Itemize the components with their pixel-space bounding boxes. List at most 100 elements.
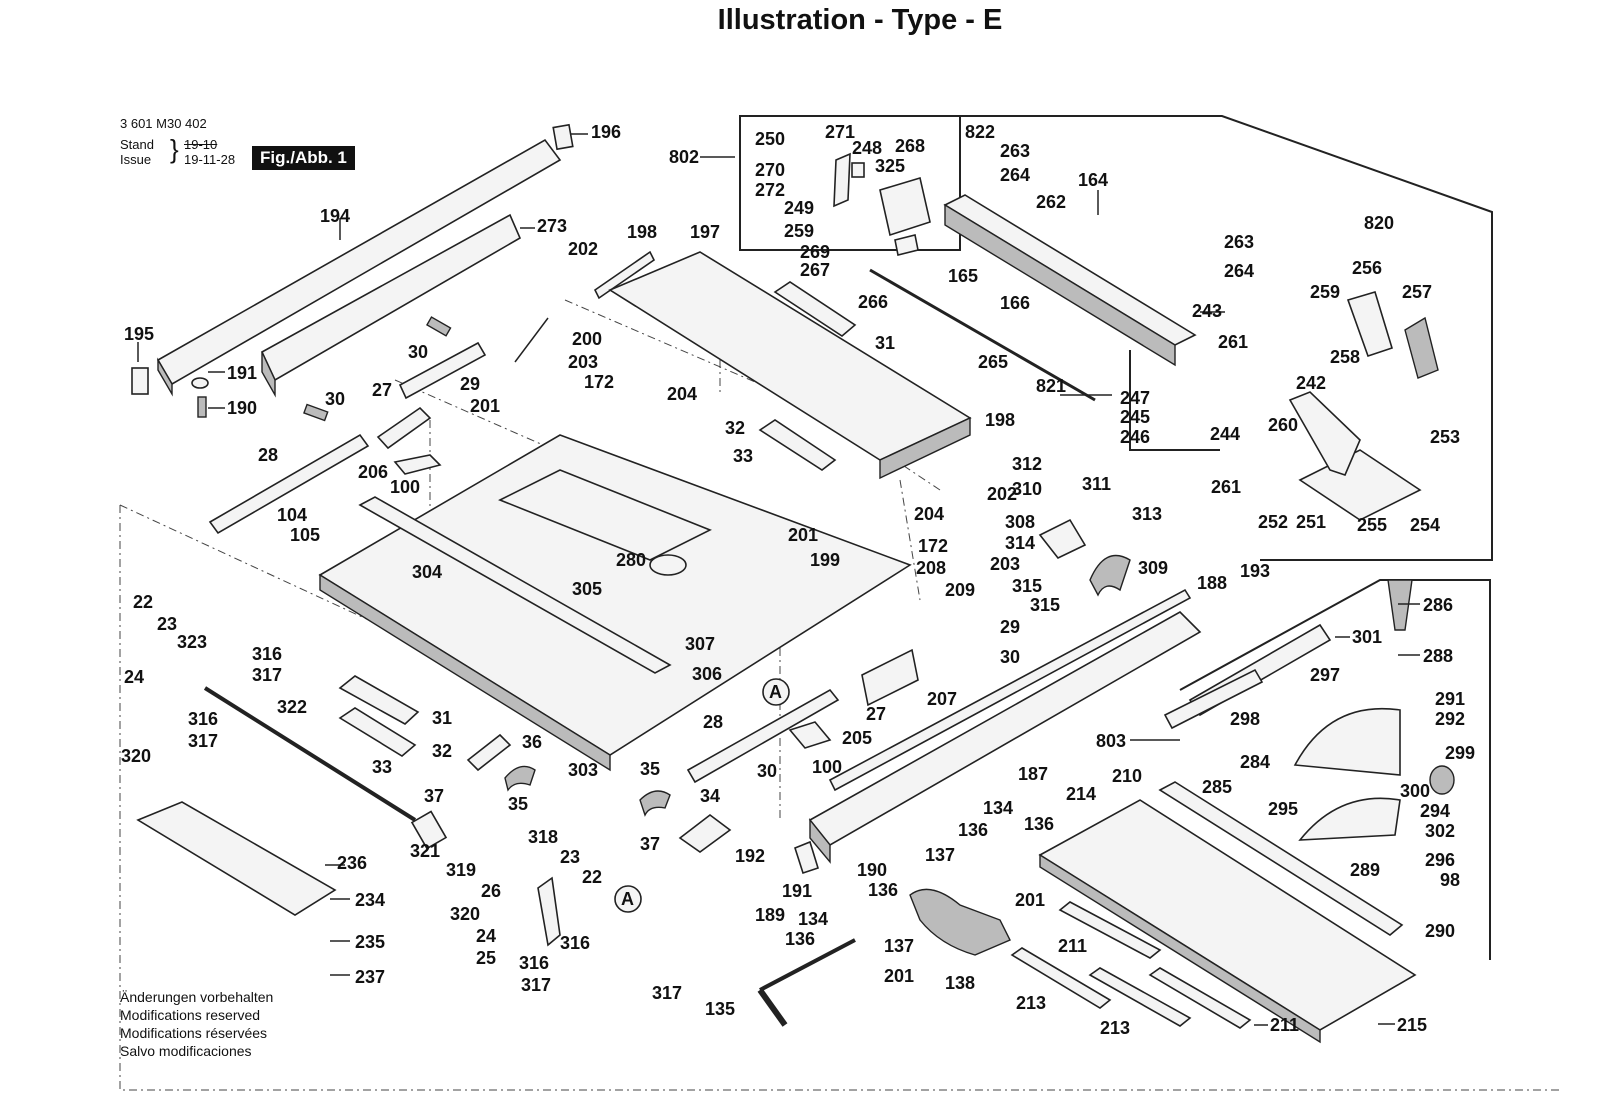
callout-136a: 136 <box>958 820 988 840</box>
insert-31a <box>773 281 857 337</box>
rail-285 <box>1158 781 1404 936</box>
callout-301: 301 <box>1352 627 1382 647</box>
callout-316c: 316 <box>560 933 590 953</box>
callout-256: 256 <box>1352 258 1382 278</box>
disc-280 <box>649 554 687 576</box>
ref-circle-a2 <box>614 885 642 913</box>
callout-317d: 317 <box>652 983 682 1003</box>
callout-243: 243 <box>1192 301 1222 321</box>
callout-23b: 23 <box>560 847 580 867</box>
group-822-frame <box>740 115 1493 561</box>
part-36 <box>466 733 512 772</box>
callout-37a: 37 <box>424 786 444 806</box>
plate-198a <box>593 250 656 300</box>
callout-211b: 211 <box>1270 1015 1299 1035</box>
parts <box>131 123 1455 1044</box>
callout-264b: 264 <box>1224 261 1254 281</box>
callout-315b: 315 <box>1030 595 1060 615</box>
rod-200 <box>514 317 549 363</box>
group-820-frame <box>1129 350 1220 451</box>
plate-192 <box>794 840 819 875</box>
page-title: Illustration - Type - E <box>717 4 1003 36</box>
callout-32b: 32 <box>432 741 452 761</box>
callout-288: 288 <box>1423 646 1453 666</box>
part-195 <box>131 367 149 395</box>
callout-313: 313 <box>1132 504 1162 524</box>
callout-100b: 100 <box>812 757 842 777</box>
callout-316a: 316 <box>252 644 282 664</box>
callout-314: 314 <box>1005 533 1035 553</box>
guard-256 <box>1346 291 1393 358</box>
callout-802: 802 <box>669 147 699 167</box>
callout-286: 286 <box>1423 595 1453 615</box>
callout-137b: 137 <box>884 936 914 956</box>
callout-201b: 201 <box>788 525 818 545</box>
group-803-frame <box>1179 579 1491 960</box>
callout-317c: 317 <box>521 975 551 995</box>
callout-172b: 172 <box>918 536 948 556</box>
callout-307: 307 <box>685 634 715 654</box>
bracket-27 <box>376 406 432 450</box>
callout-135: 135 <box>705 999 735 1019</box>
guide-32a <box>758 419 837 471</box>
callout-317a: 317 <box>252 665 282 685</box>
issue-label: Issue <box>120 152 152 167</box>
part-271 <box>833 152 851 208</box>
callout-309: 309 <box>1138 558 1168 578</box>
callout-35a: 35 <box>508 794 528 814</box>
callout-200: 200 <box>572 329 602 349</box>
callout-193: 193 <box>1240 561 1270 581</box>
callout-248: 248 <box>852 138 882 158</box>
knob-299 <box>1429 765 1455 795</box>
callout-234: 234 <box>355 890 385 910</box>
callout-323: 323 <box>177 632 207 652</box>
callout-137a: 137 <box>925 845 955 865</box>
callout-322: 322 <box>277 697 307 717</box>
callout-31b: 31 <box>432 708 452 728</box>
insert-31b <box>338 675 420 725</box>
plate-27 <box>861 648 919 707</box>
callout-26: 26 <box>481 881 501 901</box>
callout-211a: 211 <box>1058 936 1087 956</box>
callout-265: 265 <box>978 352 1008 372</box>
callout-187: 187 <box>1018 764 1048 784</box>
callout-215: 215 <box>1397 1015 1427 1035</box>
callout-98: 98 <box>1440 870 1460 890</box>
callout-206: 206 <box>358 462 388 482</box>
callout-263b: 263 <box>1224 232 1254 252</box>
screw-30a <box>426 316 452 337</box>
callout-821: 821 <box>1036 376 1066 396</box>
callout-202a: 202 <box>568 239 598 259</box>
miter-gauge-284 <box>1293 707 1401 776</box>
rail-273-edge <box>261 351 276 398</box>
handle-286 <box>1387 579 1413 631</box>
callout-271: 271 <box>825 122 855 142</box>
callout-213b: 213 <box>1100 1018 1130 1038</box>
callout-29b: 29 <box>1000 617 1020 637</box>
callout-197: 197 <box>690 222 720 242</box>
callout-820: 820 <box>1364 213 1394 233</box>
stand-value: 19-10 <box>184 137 218 152</box>
callout-25: 25 <box>476 948 496 968</box>
callout-302: 302 <box>1425 821 1455 841</box>
callout-253: 253 <box>1430 427 1460 447</box>
callout-203b: 203 <box>990 554 1020 574</box>
bar-298 <box>1163 668 1264 730</box>
callout-295: 295 <box>1268 799 1298 819</box>
table-opening <box>498 469 712 561</box>
note-es: Salvo modificaciones <box>120 1043 252 1059</box>
callout-24b: 24 <box>476 926 496 946</box>
callout-303: 303 <box>568 760 598 780</box>
callout-22a: 22 <box>133 592 153 612</box>
notes: Änderungen vorbehalten Modifications res… <box>120 988 273 1060</box>
bar-213b <box>1088 967 1192 1027</box>
callout-237: 237 <box>355 967 385 987</box>
callout-252: 252 <box>1258 512 1288 532</box>
callout-316d: 316 <box>519 953 549 973</box>
callout-203a: 203 <box>568 352 598 372</box>
callout-201c: 201 <box>1015 890 1045 910</box>
rail-28a <box>208 433 370 535</box>
extension-210-edge <box>1039 853 1321 1044</box>
callout-261a: 261 <box>1218 332 1248 352</box>
guide-32b <box>338 707 417 757</box>
